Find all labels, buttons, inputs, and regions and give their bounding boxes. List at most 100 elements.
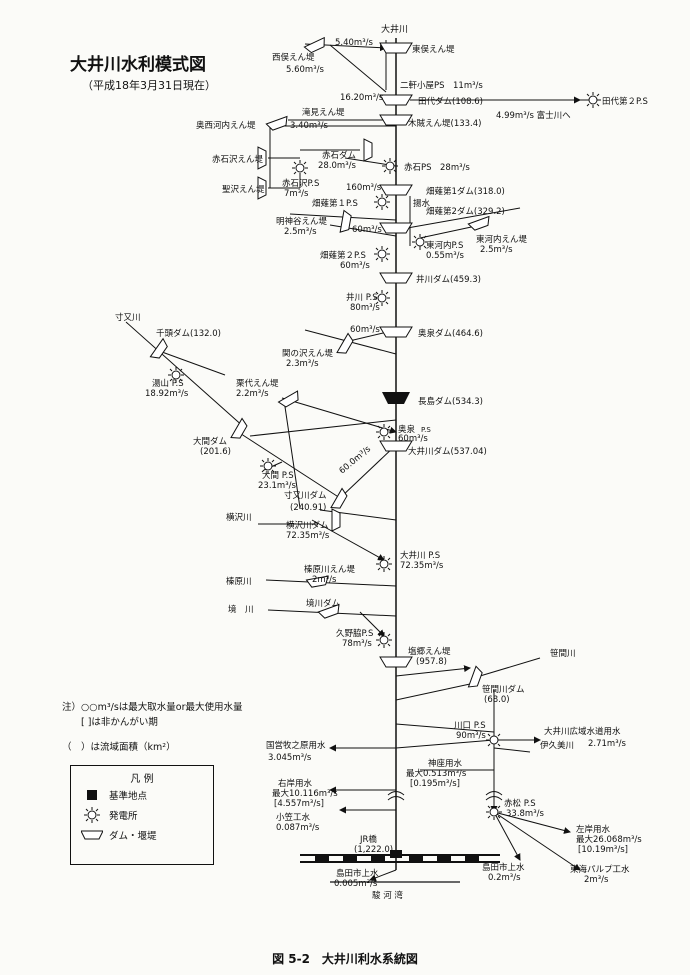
label-ikumi-river: 伊久美川 [540,740,574,751]
power-station-icon [584,91,602,109]
label-kouiki-water: 大井川広域水道用水 [544,726,621,737]
label-shimada-jo-flow: 0.005m³/s [334,879,378,889]
crossing-marks [387,791,503,801]
label-nagashima-dam: 長島ダム(534.3) [418,396,483,407]
power-station-icon [373,193,391,211]
label-ugan-max: 最大10.116m³/s [272,788,338,799]
label-sunmata-dam: 寸又川ダム [284,490,327,501]
jr-railway [300,850,500,863]
notes: 注）○○m³/sは最大取水量or最大使用水量 [ ]は非かんがい期 （ ）は流域… [62,700,243,755]
label-higashigochi-weir: 東河内えん堤 [476,234,528,245]
label-sasamahara-flow: 2m³/s [312,575,337,585]
dam-icon [303,37,329,55]
diagram-labels: 大井川 西俣えん堤 5.60m³/s 東俣えん堤 5.40m³/s 二軒小屋PS… [115,23,648,901]
dam-icon [339,209,353,235]
label-hatanagi2-dam: 畑薙第2ダム(329.2) [426,206,505,217]
note-line-2: [ ]は非かんがい期 [62,717,158,728]
legend-item: 基準地点 [71,785,213,805]
label-kouiki-flow: 2.71m³/s [588,739,626,749]
dam-icon [331,508,341,532]
label-higashigochi-ps: 東河内P.S [426,240,463,251]
power-station-icon [485,803,503,821]
legend-item-label: 発電所 [109,811,138,822]
label-higashigochi-weir-flow: 2.5m³/s [480,245,513,255]
label-myojindani-weir: 明神谷えん堤 [276,216,328,227]
label-higashigochi-ps-flow: 0.55m³/s [426,251,464,261]
dam-icons [149,37,493,691]
legend-item: ダム・堰堤 [71,825,213,845]
label-akaishizawa-ps: 赤石沢P.S [282,178,319,189]
label-oigawa-dam: 大井川ダム(537.04) [408,446,487,457]
label-shimada-city-water: 島田市上水 [482,862,525,873]
dam-icon [379,94,413,106]
label-sasamahara-weir: 榛原川えん堤 [304,564,356,575]
power-station-icon [375,631,393,649]
label-flow-160: 160m³/s [346,183,382,193]
label-flow-1620: 16.20m³/s [340,93,384,103]
label-oma-ps: 大間 P.S [262,470,294,481]
note-line-3: （ ）は流域面積（km²） [62,742,176,753]
power-station-icon [81,806,103,824]
dam-icon [379,656,413,668]
label-hatanagi2-ps: 畑薙第２P.S [320,250,366,261]
label-yuyama-ps: 湯山 P.S [152,378,184,389]
label-ugan-nonirr: [4.557m³/s] [274,799,324,809]
label-okuizumi-dam: 奥泉ダム(464.6) [418,328,483,339]
label-akaishi-dam-flow: 28.0m³/s [318,161,356,171]
label-suruga-bay: 駿 河 湾 [372,890,403,901]
label-hatanagi2-ps-flow: 60m³/s [340,261,370,271]
page-title: 大井川水利模式図 [70,55,206,75]
label-oigawa-top: 大井川 [381,23,408,35]
label-sasamahara-river: 榛原川 [226,576,252,587]
label-ikawa-dam: 井川ダム(459.3) [416,274,481,285]
power-station-icon [375,423,393,441]
label-akamatsu-flow: 33.8m³/s [506,809,544,819]
label-oma-dam-area: (201.6) [200,447,231,457]
as-of-date: （平成18年3月31日現在） [82,79,216,92]
power-station-icon [375,555,393,573]
label-jinza-nonirr: [0.195m³/s] [410,779,460,789]
power-station-icon [485,731,503,749]
upper-tributaries [268,43,600,250]
label-shimada-city-flow: 0.2m³/s [488,873,521,883]
label-sekinosawa-weir: 関の沢えん堤 [282,348,334,359]
dam-icon [379,326,413,338]
label-hatanagi1-dam: 畑薙第1ダム(318.0) [426,186,505,197]
label-sagan-water: 左岸用水 [576,824,611,835]
power-station-icon [381,157,399,175]
label-okuizumi-ps-flow: 60m³/s [398,434,428,444]
label-flow-60a: 60m³/s [352,225,382,235]
label-hatanagi1-ps: 畑薙第１P.S [312,198,358,209]
dam-icon [379,184,413,196]
label-kunou-flow: 78m³/s [342,639,372,649]
label-oma-dam: 大間ダム [193,436,227,447]
label-sunmatagawa-flow: 72.35m³/s [286,531,330,541]
label-sakai-dam: 境川ダム [306,598,340,609]
label-sagan-max: 最大26.068m³/s [576,834,642,845]
label-flow-60b: 60m³/s [350,325,380,335]
label-fuji-flow: 4.99m³/s 富士川へ [496,110,571,121]
label-takimi-flow: 3.40m³/s [290,121,328,131]
dam-icon [379,272,413,284]
dam-icon [363,138,373,162]
label-yokosawa-river: 横沢川 [226,512,252,523]
label-sunmata-dam-area: (240.91) [290,503,326,513]
label-oigawa-ps: 大井川 P.S [400,550,440,561]
label-flow-540: 5.40m³/s [335,38,373,48]
label-akaishizawa-weir: 赤石沢えん堤 [212,154,264,165]
dam-icon [81,829,103,841]
square-icon [81,790,103,800]
label-kurinadai-weir: 栗代えん堤 [236,378,279,389]
dam-icon [336,332,356,358]
power-station-icon [291,159,309,177]
dam-icon [467,215,493,233]
label-okuizumi-ps: 奥泉 [398,424,416,435]
note-line-1: 注）○○m³/sは最大取水量or最大使用水量 [62,702,243,713]
label-higashimata-weir: 東俣えん堤 [412,44,455,55]
label-kawaguchi-ps: 川口 P.S [454,721,486,731]
dam-icon [277,390,303,410]
label-jinza-water: 神座用水 [428,758,463,769]
label-ogasa-flow: 0.087m³/s [276,823,320,833]
label-nishimata-flow: 5.60m³/s [286,65,324,75]
